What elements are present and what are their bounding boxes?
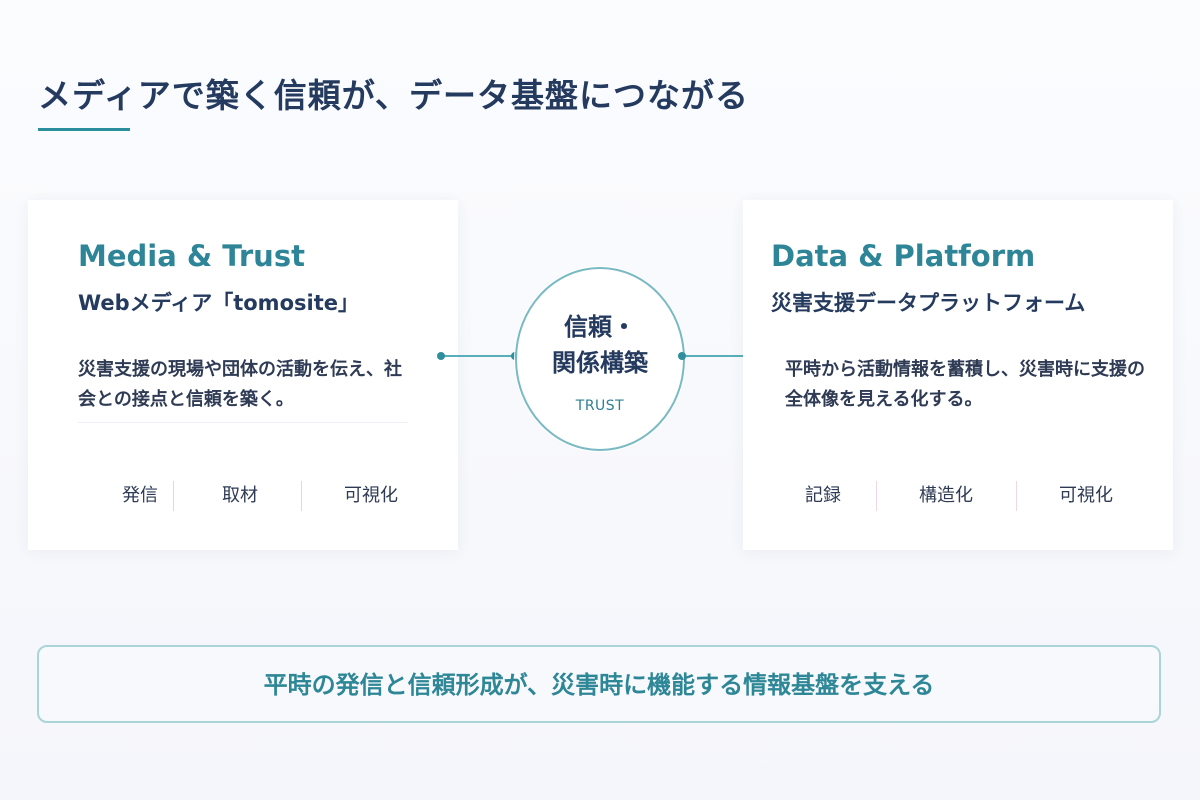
tag-kashika: 可視化 [1059,485,1113,506]
right-inner-dot [678,352,686,360]
media-tags: 発信 取材 可視化 [28,478,458,514]
trust-label-line2: 関係構築 [552,349,648,377]
data-platform-title: Data & Platform [771,239,1036,273]
tag-separator [301,481,302,511]
trust-label-line1: 信頼・ [564,313,636,341]
right-connector-line [681,355,757,357]
tag-separator [173,481,174,511]
tag-kouzouka: 構造化 [919,485,973,506]
left-outer-dot [437,352,445,360]
platform-tags: 記録 構造化 可視化 [743,478,1173,514]
left-connector-line [441,355,518,357]
tag-kiroku: 記録 [805,485,841,506]
title-underline [38,128,130,131]
tag-kashika: 可視化 [344,485,398,506]
platform-description: 平時から活動情報を蓄積し、災害時に支援の全体像を見える化する。 [785,359,1145,410]
tag-separator [1016,481,1017,511]
trust-node: 信頼・ 関係構築 TRUST [515,267,685,451]
tag-shuzai: 取材 [222,485,258,506]
description-divider [78,422,408,423]
bottom-summary: 平時の発信と信頼形成が、災害時に機能する情報基盤を支える [263,671,935,699]
trust-caption: TRUST [575,398,625,414]
media-trust-title: Media & Trust [78,239,305,273]
page-title: メディアで築く信頼が、データ基盤につながる [38,76,750,115]
data-platform-card: Data & Platform 災害支援データプラットフォーム 平時から活動情報… [743,200,1173,550]
media-description: 災害支援の現場や団体の活動を伝え、社会との接点と信頼を築く。 [78,359,402,410]
platform-subtitle: 災害支援データプラットフォーム [771,291,1086,315]
bottom-banner: 平時の発信と信頼形成が、災害時に機能する情報基盤を支える [37,645,1161,723]
tag-separator [876,481,877,511]
media-trust-card: Media & Trust Webメディア「tomosite」 災害支援の現場や… [28,200,458,550]
tag-hasshin: 発信 [122,485,158,506]
webmedia-subtitle: Webメディア「tomosite」 [78,291,359,315]
